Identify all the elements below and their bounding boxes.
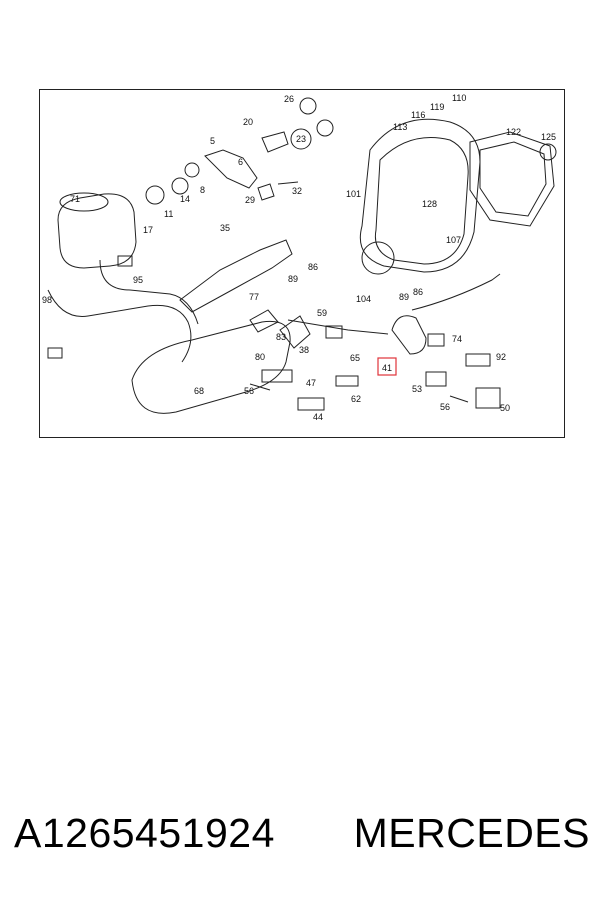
- stalk-59-shape: [287, 319, 389, 335]
- callout-56a: 56: [244, 386, 254, 396]
- part-17-shape: [145, 185, 165, 205]
- callout-41: 41: [382, 363, 392, 373]
- callout-50: 50: [500, 403, 510, 413]
- housing-71-shape: [57, 193, 137, 269]
- lock-cylinder-5-shape: [204, 149, 258, 189]
- callout-65: 65: [350, 353, 360, 363]
- airbag-122-shape: [469, 131, 555, 227]
- callout-110: 110: [452, 93, 466, 103]
- part-62-shape: [335, 375, 359, 387]
- callout-113: 113: [393, 122, 407, 132]
- callout-92: 92: [496, 352, 506, 362]
- callout-86b: 86: [413, 287, 423, 297]
- part-14-shape: [171, 177, 189, 195]
- steering-wheel-101-shape: [359, 118, 481, 273]
- key-20-shape: [261, 131, 289, 153]
- switch-38-shape: [279, 315, 311, 349]
- callout-11: 11: [164, 209, 173, 219]
- callout-17: 17: [143, 225, 153, 235]
- caption-bar: A1265451924 MERCEDES: [14, 808, 590, 858]
- callout-101: 101: [346, 189, 361, 199]
- callout-74: 74: [452, 334, 462, 344]
- airbag-122-inner: [479, 141, 547, 217]
- part-74-shape: [427, 333, 445, 347]
- callout-89a: 89: [288, 274, 298, 284]
- part-65-shape: [325, 325, 343, 339]
- callout-122: 122: [506, 127, 521, 137]
- part-77-shape: [249, 309, 279, 333]
- stalk-right-shape: [411, 273, 501, 311]
- callout-29: 29: [245, 195, 255, 205]
- callout-62: 62: [351, 394, 361, 404]
- highlighted-part-41-box: [377, 357, 397, 376]
- callout-14: 14: [180, 194, 190, 204]
- callout-23: 23: [296, 134, 306, 144]
- emblem-125-shape: [539, 143, 557, 161]
- connector-98-shape: [47, 347, 63, 359]
- callout-59: 59: [317, 308, 327, 318]
- connector-53-shape: [425, 371, 447, 387]
- cap-26-shape: [299, 97, 317, 115]
- switch-41-shape: [391, 315, 427, 355]
- callout-86a: 86: [308, 262, 318, 272]
- wire-harness-95-shape: [99, 259, 199, 325]
- callout-77: 77: [249, 292, 259, 302]
- callout-5: 5: [210, 136, 215, 146]
- connector-50-shape: [475, 387, 501, 409]
- callout-128: 128: [422, 199, 437, 209]
- callout-89b: 89: [399, 292, 409, 302]
- callout-98: 98: [42, 295, 52, 305]
- callout-68: 68: [194, 386, 204, 396]
- pin-56-shape: [449, 395, 469, 403]
- callout-20: 20: [243, 117, 253, 127]
- callout-32: 32: [292, 186, 302, 196]
- connector-95-shape: [117, 255, 133, 267]
- bracket-29-shape: [257, 183, 275, 201]
- housing-71-top: [59, 192, 109, 212]
- callout-44: 44: [313, 412, 323, 422]
- callout-6: 6: [238, 157, 243, 167]
- callout-53: 53: [412, 384, 422, 394]
- connector-47-shape: [261, 369, 293, 383]
- callout-47: 47: [306, 378, 316, 388]
- column-frame-shape: [179, 239, 293, 313]
- ring-shape: [316, 119, 334, 137]
- callout-35: 35: [220, 223, 230, 233]
- callout-104: 104: [356, 294, 371, 304]
- callout-80: 80: [255, 352, 265, 362]
- hub-104-shape: [361, 241, 395, 275]
- wire-harness-98-shape: [47, 289, 192, 363]
- pin-56-left-shape: [249, 383, 271, 391]
- cover-68-shape: [131, 320, 291, 414]
- callout-26: 26: [284, 94, 294, 104]
- callout-119: 119: [430, 102, 444, 112]
- part-92-shape: [465, 353, 491, 367]
- callout-83: 83: [276, 332, 286, 342]
- callout-95: 95: [133, 275, 143, 285]
- callout-8: 8: [200, 185, 205, 195]
- part-8-shape: [184, 162, 200, 178]
- callout-116: 116: [411, 110, 425, 120]
- callout-107: 107: [446, 235, 461, 245]
- callout-125: 125: [541, 132, 556, 142]
- connector-44-shape: [297, 397, 325, 411]
- screw-32-shape: [277, 181, 299, 185]
- brand-name: MERCEDES: [353, 809, 590, 856]
- callout-56b: 56: [440, 402, 450, 412]
- steering-wheel-inner-shape: [374, 137, 469, 265]
- callout-71: 71: [70, 194, 80, 204]
- callout-23-circle: [290, 128, 312, 150]
- callout-38: 38: [299, 345, 309, 355]
- part-number: A1265451924: [14, 809, 275, 856]
